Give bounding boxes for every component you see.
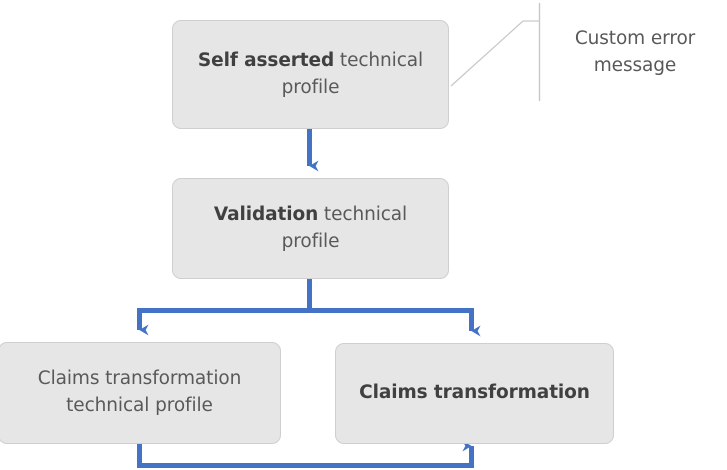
node-validation-label: Validation technical profile (187, 202, 434, 256)
edge-bottom-loop (137, 440, 474, 468)
node-claims-transformation[interactable]: Claims transformation (335, 343, 614, 444)
edge-validation-branch (137, 279, 481, 337)
node-claims-transformation-technical-profile[interactable]: Claims transformation technical profile (0, 342, 281, 444)
node-self-asserted-bold-text: Self asserted (197, 49, 335, 71)
node-validation-technical-profile[interactable]: Validation technical profile (172, 178, 449, 279)
node-self-asserted-technical-profile[interactable]: Self asserted technical profile (172, 20, 449, 129)
node-validation-regular-text: technical profile (281, 203, 408, 252)
callout-line-1: Custom error (574, 28, 696, 49)
node-claims-transformation-label: Claims transformation (359, 382, 590, 404)
node-self-asserted-label: Self asserted technical profile (187, 48, 434, 102)
node-validation-bold-text: Validation (213, 203, 319, 225)
callout-leader-line (450, 3, 541, 101)
node-claims-transformation-technical-profile-label: Claims transformation technical profile (37, 368, 242, 416)
node-self-asserted-regular-text: technical profile (281, 49, 424, 98)
callout-line-2: message (593, 54, 677, 76)
callout-custom-error-message: Custom error message (555, 26, 715, 80)
